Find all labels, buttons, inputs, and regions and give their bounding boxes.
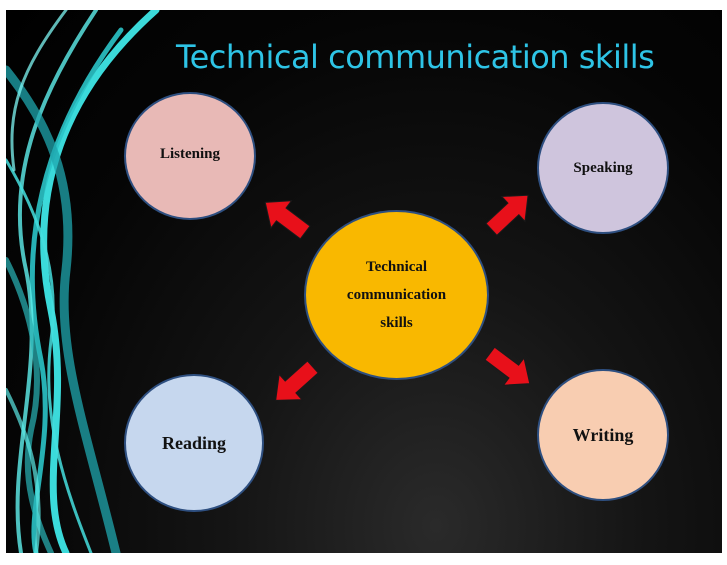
arrow-to-reading	[263, 353, 325, 414]
arrow-to-writing	[479, 339, 541, 398]
node-writing-label: Writing	[572, 424, 634, 445]
arrow-to-listening	[254, 188, 316, 247]
node-writing: Writing	[537, 369, 669, 501]
node-center-label-line-3: skills	[380, 315, 413, 331]
node-reading-label: Reading	[161, 432, 226, 453]
node-center: Technical communication skills	[304, 210, 489, 380]
node-speaking: Speaking	[537, 102, 669, 234]
node-center-label-line-1: Technical	[365, 259, 428, 275]
slide-canvas: Technical communication skills Listening…	[6, 10, 722, 553]
node-speaking-label: Speaking	[573, 160, 633, 176]
slide-title: Technical communication skills	[176, 38, 655, 76]
node-center-label-line-2: communication	[346, 287, 447, 303]
arrow-to-speaking	[479, 182, 541, 243]
node-listening-label: Listening	[159, 146, 220, 162]
decorative-swirl-graphic	[6, 10, 160, 553]
node-reading: Reading	[124, 374, 264, 512]
node-listening: Listening	[124, 92, 256, 220]
